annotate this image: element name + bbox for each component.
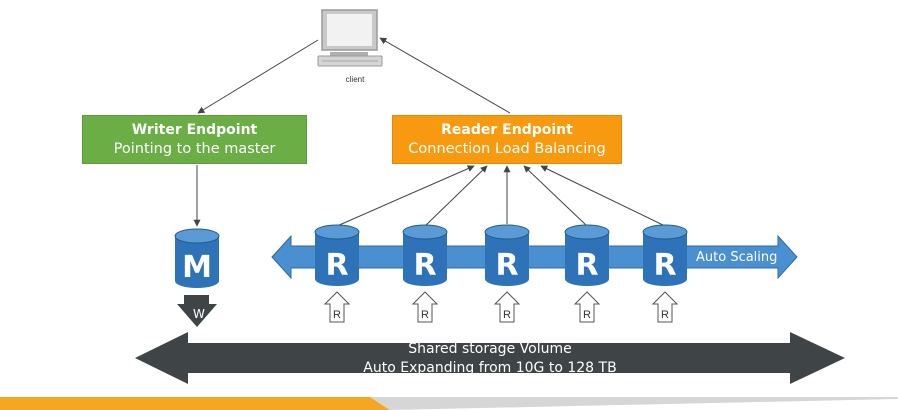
reader-to-client-arrow (379, 37, 511, 114)
read-up-letter: R (583, 309, 591, 321)
laptop-icon (317, 9, 383, 67)
replica-database-icon: R (564, 224, 610, 286)
writer-endpoint-subtitle: Pointing to the master (113, 141, 276, 157)
storage-subtitle: Auto Expanding from 10G to 128 TB (363, 360, 617, 376)
replica-letter: R (325, 248, 348, 283)
replica-letter: R (575, 248, 598, 283)
storage-title: Shared storage Volume (408, 341, 572, 357)
replica-database-icon: R (484, 224, 530, 286)
client-label: client (345, 75, 365, 84)
read-up-letter: R (661, 309, 669, 321)
master-database-icon: M (174, 228, 220, 288)
reader-endpoint-title: Reader Endpoint (441, 122, 573, 138)
master-letter: M (182, 250, 212, 285)
footer-stripe (0, 397, 390, 410)
replica-letter: R (495, 248, 518, 283)
replica-database-icon: R (642, 224, 688, 286)
read-up-letter: R (333, 309, 341, 321)
read-up-arrow (323, 291, 351, 323)
read-up-arrow (573, 291, 601, 323)
read-up-letter: R (503, 309, 511, 321)
replica-arrows (336, 165, 666, 227)
writer-endpoint-title: Writer Endpoint (131, 122, 258, 138)
client-to-writer-arrow (197, 39, 319, 114)
footer-stripe-grey (370, 397, 898, 410)
write-down-arrow (177, 295, 217, 327)
writer-endpoint-box: Writer Endpoint Pointing to the master (82, 115, 307, 164)
replica-letter: R (653, 248, 676, 283)
reader-endpoint-subtitle: Connection Load Balancing (408, 141, 606, 157)
shared-storage-arrow (135, 332, 845, 384)
read-up-arrow (651, 291, 679, 323)
auto-scaling-label: Auto Scaling (696, 250, 778, 265)
replica-database-icon: R (402, 224, 448, 286)
reader-endpoint-box: Reader Endpoint Connection Load Balancin… (392, 115, 622, 164)
read-up-arrow (411, 291, 439, 323)
write-letter: W (193, 307, 205, 321)
replica-letter: R (413, 248, 436, 283)
replica-database-icon: R (314, 224, 360, 286)
read-up-letter: R (421, 309, 429, 321)
read-up-arrow (493, 291, 521, 323)
